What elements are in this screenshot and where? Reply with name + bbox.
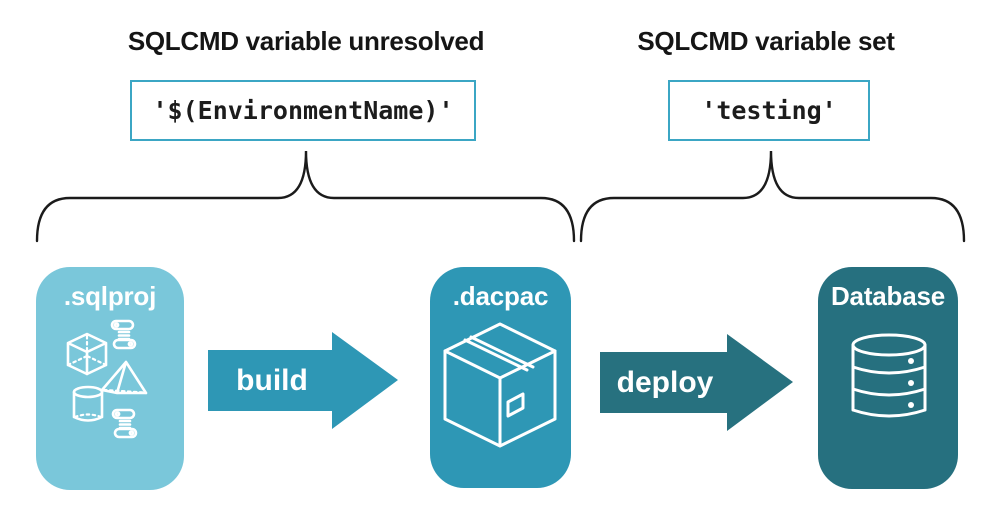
- node-sqlproj-label: .sqlproj: [63, 281, 157, 311]
- right-brace: [579, 150, 966, 243]
- node-database-label: Database: [830, 281, 946, 311]
- unresolved-variable-code-box: '$(EnvironmentName)': [130, 80, 476, 141]
- deploy-arrow-label: deploy: [616, 365, 714, 399]
- node-database: Database: [818, 267, 958, 489]
- node-dacpac-label: .dacpac: [452, 281, 549, 311]
- node-dacpac: .dacpac: [430, 267, 571, 488]
- left-annotation-title: SQLCMD variable unresolved: [127, 26, 485, 56]
- right-annotation-title: SQLCMD variable set: [637, 26, 895, 56]
- set-variable-code-box: 'testing': [668, 80, 870, 141]
- node-sqlproj: .sqlproj: [36, 267, 184, 490]
- build-arrow-label: build: [236, 363, 308, 397]
- left-brace: [35, 150, 576, 243]
